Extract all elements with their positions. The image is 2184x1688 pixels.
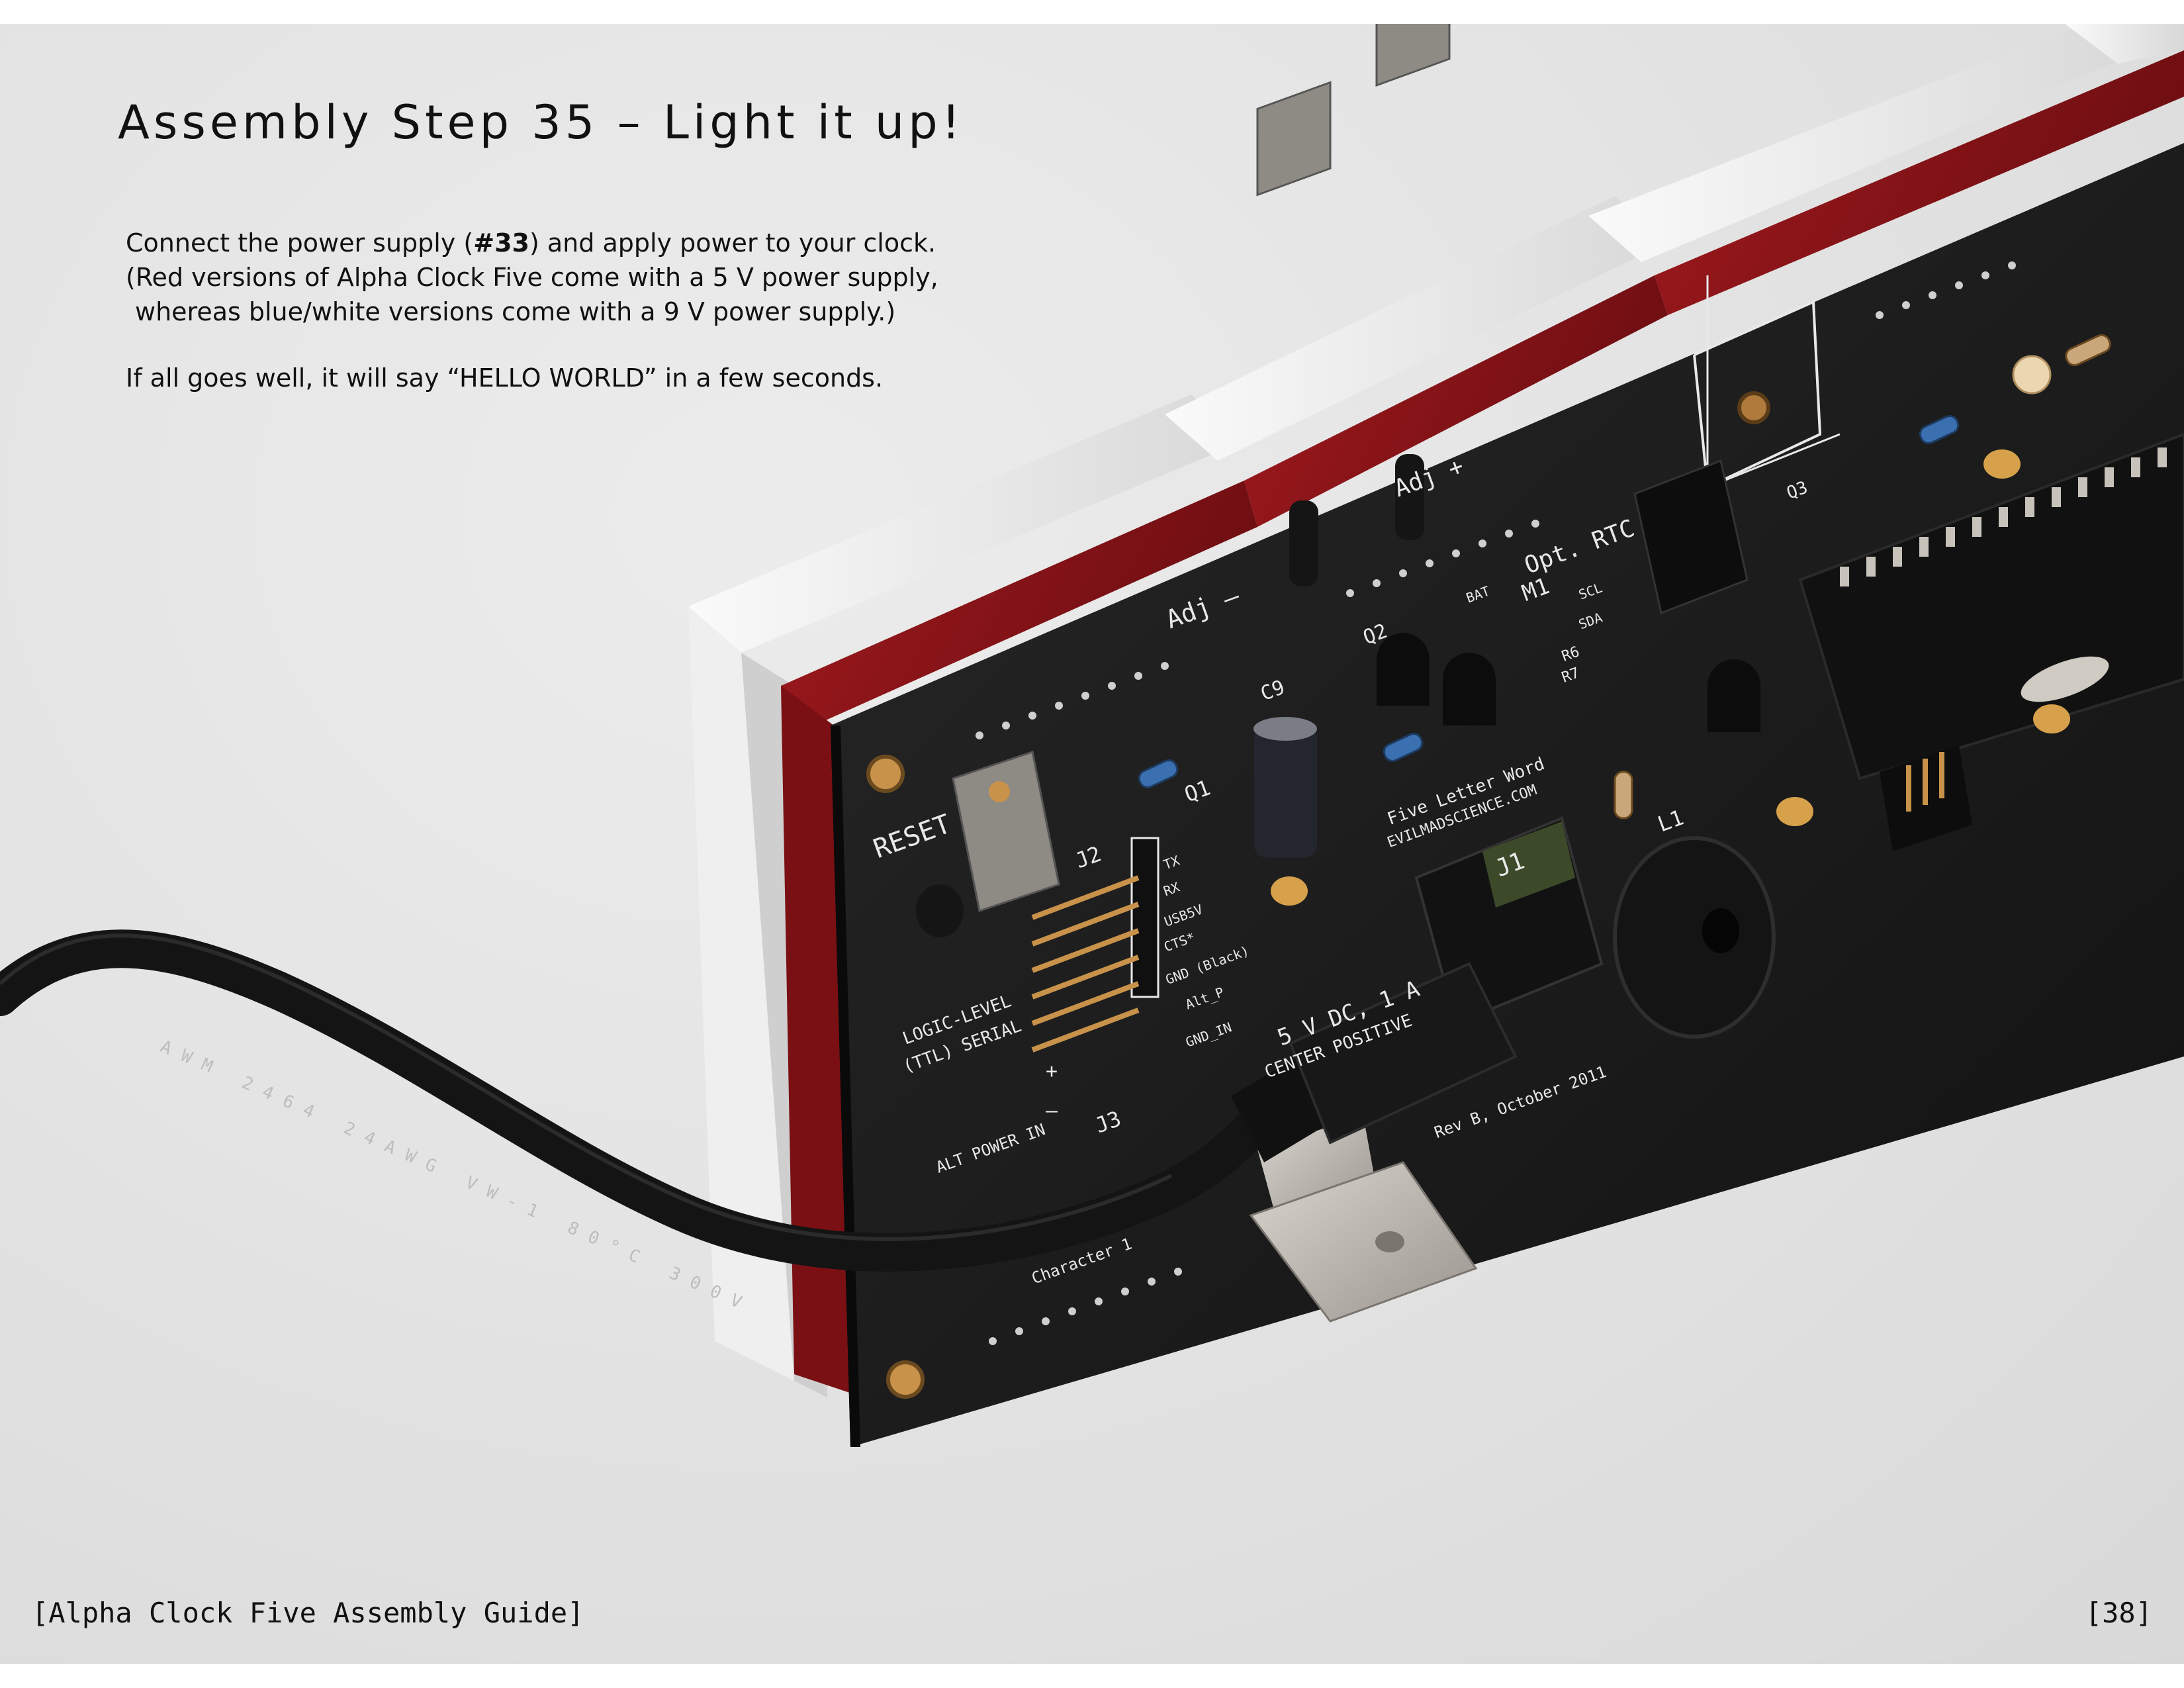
transistors (1377, 633, 1760, 732)
microcontroller-chip (1798, 432, 2184, 780)
header-pads (976, 261, 2016, 1345)
ceramic-capacitors (1271, 449, 2070, 906)
rtc-header (1633, 459, 1749, 615)
footer-page-number: [38] (2085, 1597, 2152, 1629)
adj-switches (1256, 24, 1451, 586)
part-number: #33 (473, 228, 529, 258)
instruction-line: whereas blue/white versions come with a … (135, 297, 896, 326)
pcb-board (831, 143, 2184, 1447)
guide-page: Assembly Step 35 – Light it up! Connect … (0, 24, 2184, 1664)
instruction-line: Connect the power supply (#33) and apply… (126, 226, 1052, 260)
mounting-hole (866, 755, 905, 793)
mounting-hole (1737, 391, 1770, 424)
instruction-text: ) and apply power to your clock. (529, 228, 936, 258)
footer-guide-name: [Alpha Clock Five Assembly Guide] (32, 1597, 584, 1629)
expected-result: If all goes well, it will say “HELLO WOR… (126, 363, 884, 393)
capacitor-c9 (1253, 717, 1317, 858)
instruction-text: Connect the power supply ( (126, 228, 474, 258)
mounting-hole (886, 1360, 925, 1399)
crystal (2021, 656, 2109, 702)
display-housing (688, 24, 2184, 1397)
reset-switch (916, 751, 1060, 937)
buzzer (1613, 836, 1776, 1039)
instruction-line: (Red versions of Alpha Clock Five come w… (126, 263, 938, 292)
led (2012, 355, 2052, 395)
power-cable (0, 929, 1518, 1272)
clock-board-photo (0, 24, 2184, 1447)
red-display-modules (781, 50, 2184, 1394)
instructions: Connect the power supply (#33) and apply… (126, 226, 1052, 395)
resistors-tan (1614, 334, 2111, 820)
serial-header-j2 (1031, 837, 1160, 1053)
page-title: Assembly Step 35 – Light it up! (118, 95, 964, 150)
icsp-header (1880, 745, 1972, 851)
resistors (1138, 414, 1960, 789)
